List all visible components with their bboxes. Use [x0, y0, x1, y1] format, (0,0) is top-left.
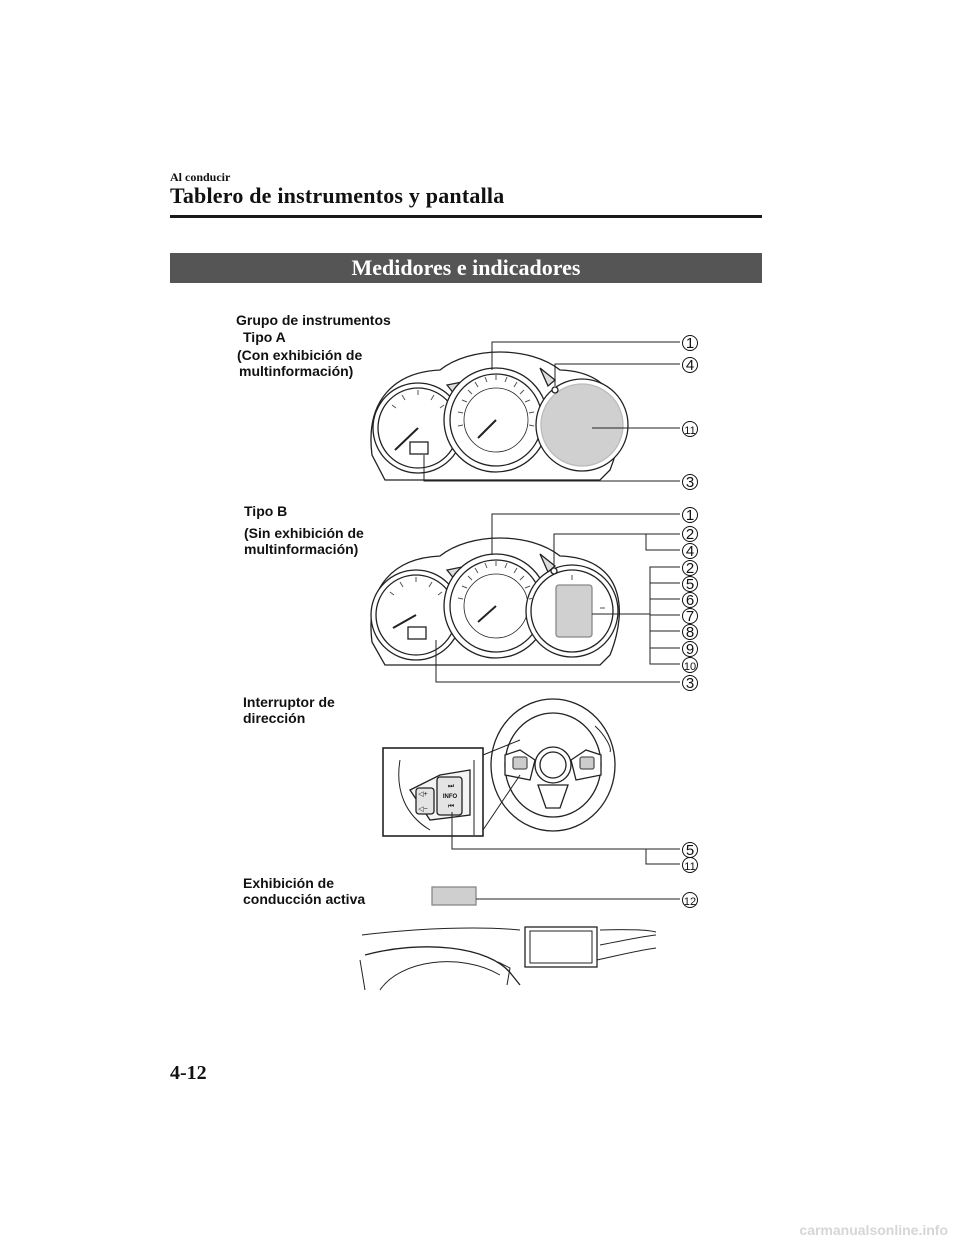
callout-type-b-10: 10 [684, 661, 696, 673]
display-label-line2: conducción activa [243, 891, 366, 907]
type-b-leaders [435, 513, 680, 683]
svg-text:◁−: ◁− [418, 806, 427, 813]
callout-type-a-11: 11 [684, 425, 695, 437]
callout-type-b-5: 5 [686, 576, 694, 593]
page-title: Tablero de instrumentos y pantalla [170, 183, 505, 208]
active-driving-display-illustration [359, 886, 680, 991]
callout-circles [682, 335, 698, 908]
callout-switch-5: 5 [686, 842, 694, 859]
callout-type-b-2b: 2 [686, 560, 694, 577]
type-a-tick-marks [391, 375, 535, 427]
callout-display-12: 12 [684, 896, 696, 908]
callout-type-a-3: 3 [686, 474, 694, 491]
group-label: Grupo de instrumentos [236, 312, 391, 328]
type-b-tick-marks [389, 561, 605, 609]
type-a-leaders [423, 341, 680, 482]
section-label: Al conducir [170, 170, 231, 184]
cluster-type-b [370, 537, 621, 666]
callout-type-b-7: 7 [686, 608, 694, 625]
type-a-label: Tipo A [243, 329, 286, 345]
callout-type-b-9: 9 [686, 641, 694, 658]
switch-inset-glyphs: ⏭ INFO ⏮ ◁+ ◁− [418, 783, 457, 813]
svg-text:◁+: ◁+ [418, 791, 427, 798]
callout-type-b-4: 4 [686, 543, 694, 560]
watermark: carmanualsonline.info [799, 1222, 948, 1238]
info-button-label: INFO [443, 794, 458, 800]
callout-type-b-6: 6 [686, 592, 694, 609]
display-label-line1: Exhibición de [243, 875, 335, 891]
page-number: 4-12 [170, 1062, 207, 1084]
type-a-note-line2: multinformación) [239, 363, 354, 379]
callout-type-b-8: 8 [686, 624, 694, 641]
switch-label-line1: Interruptor de [243, 694, 335, 710]
switch-inset [382, 739, 521, 837]
callout-type-a-4: 4 [686, 357, 694, 374]
type-a-note-line1: (Con exhibición de [237, 347, 363, 363]
callout-switch-11: 11 [684, 861, 695, 873]
cluster-type-a [370, 351, 629, 481]
type-b-note-line1: (Sin exhibición de [244, 525, 364, 541]
svg-text:⏮: ⏮ [448, 803, 454, 810]
section-banner: Medidores e indicadores [170, 253, 762, 283]
switch-label-line2: dirección [243, 710, 306, 726]
svg-text:⏭: ⏭ [448, 783, 455, 790]
title-rule [170, 215, 762, 218]
steering-wheel-illustration [490, 698, 616, 832]
callout-type-b-3: 3 [686, 675, 694, 692]
switch-leaders [451, 812, 680, 865]
callout-type-a-1: 1 [686, 335, 694, 352]
callout-type-b-2a: 2 [686, 526, 694, 543]
type-b-note-line2: multinformación) [244, 541, 359, 557]
type-b-label: Tipo B [244, 503, 288, 519]
callout-type-b-1: 1 [686, 507, 694, 524]
